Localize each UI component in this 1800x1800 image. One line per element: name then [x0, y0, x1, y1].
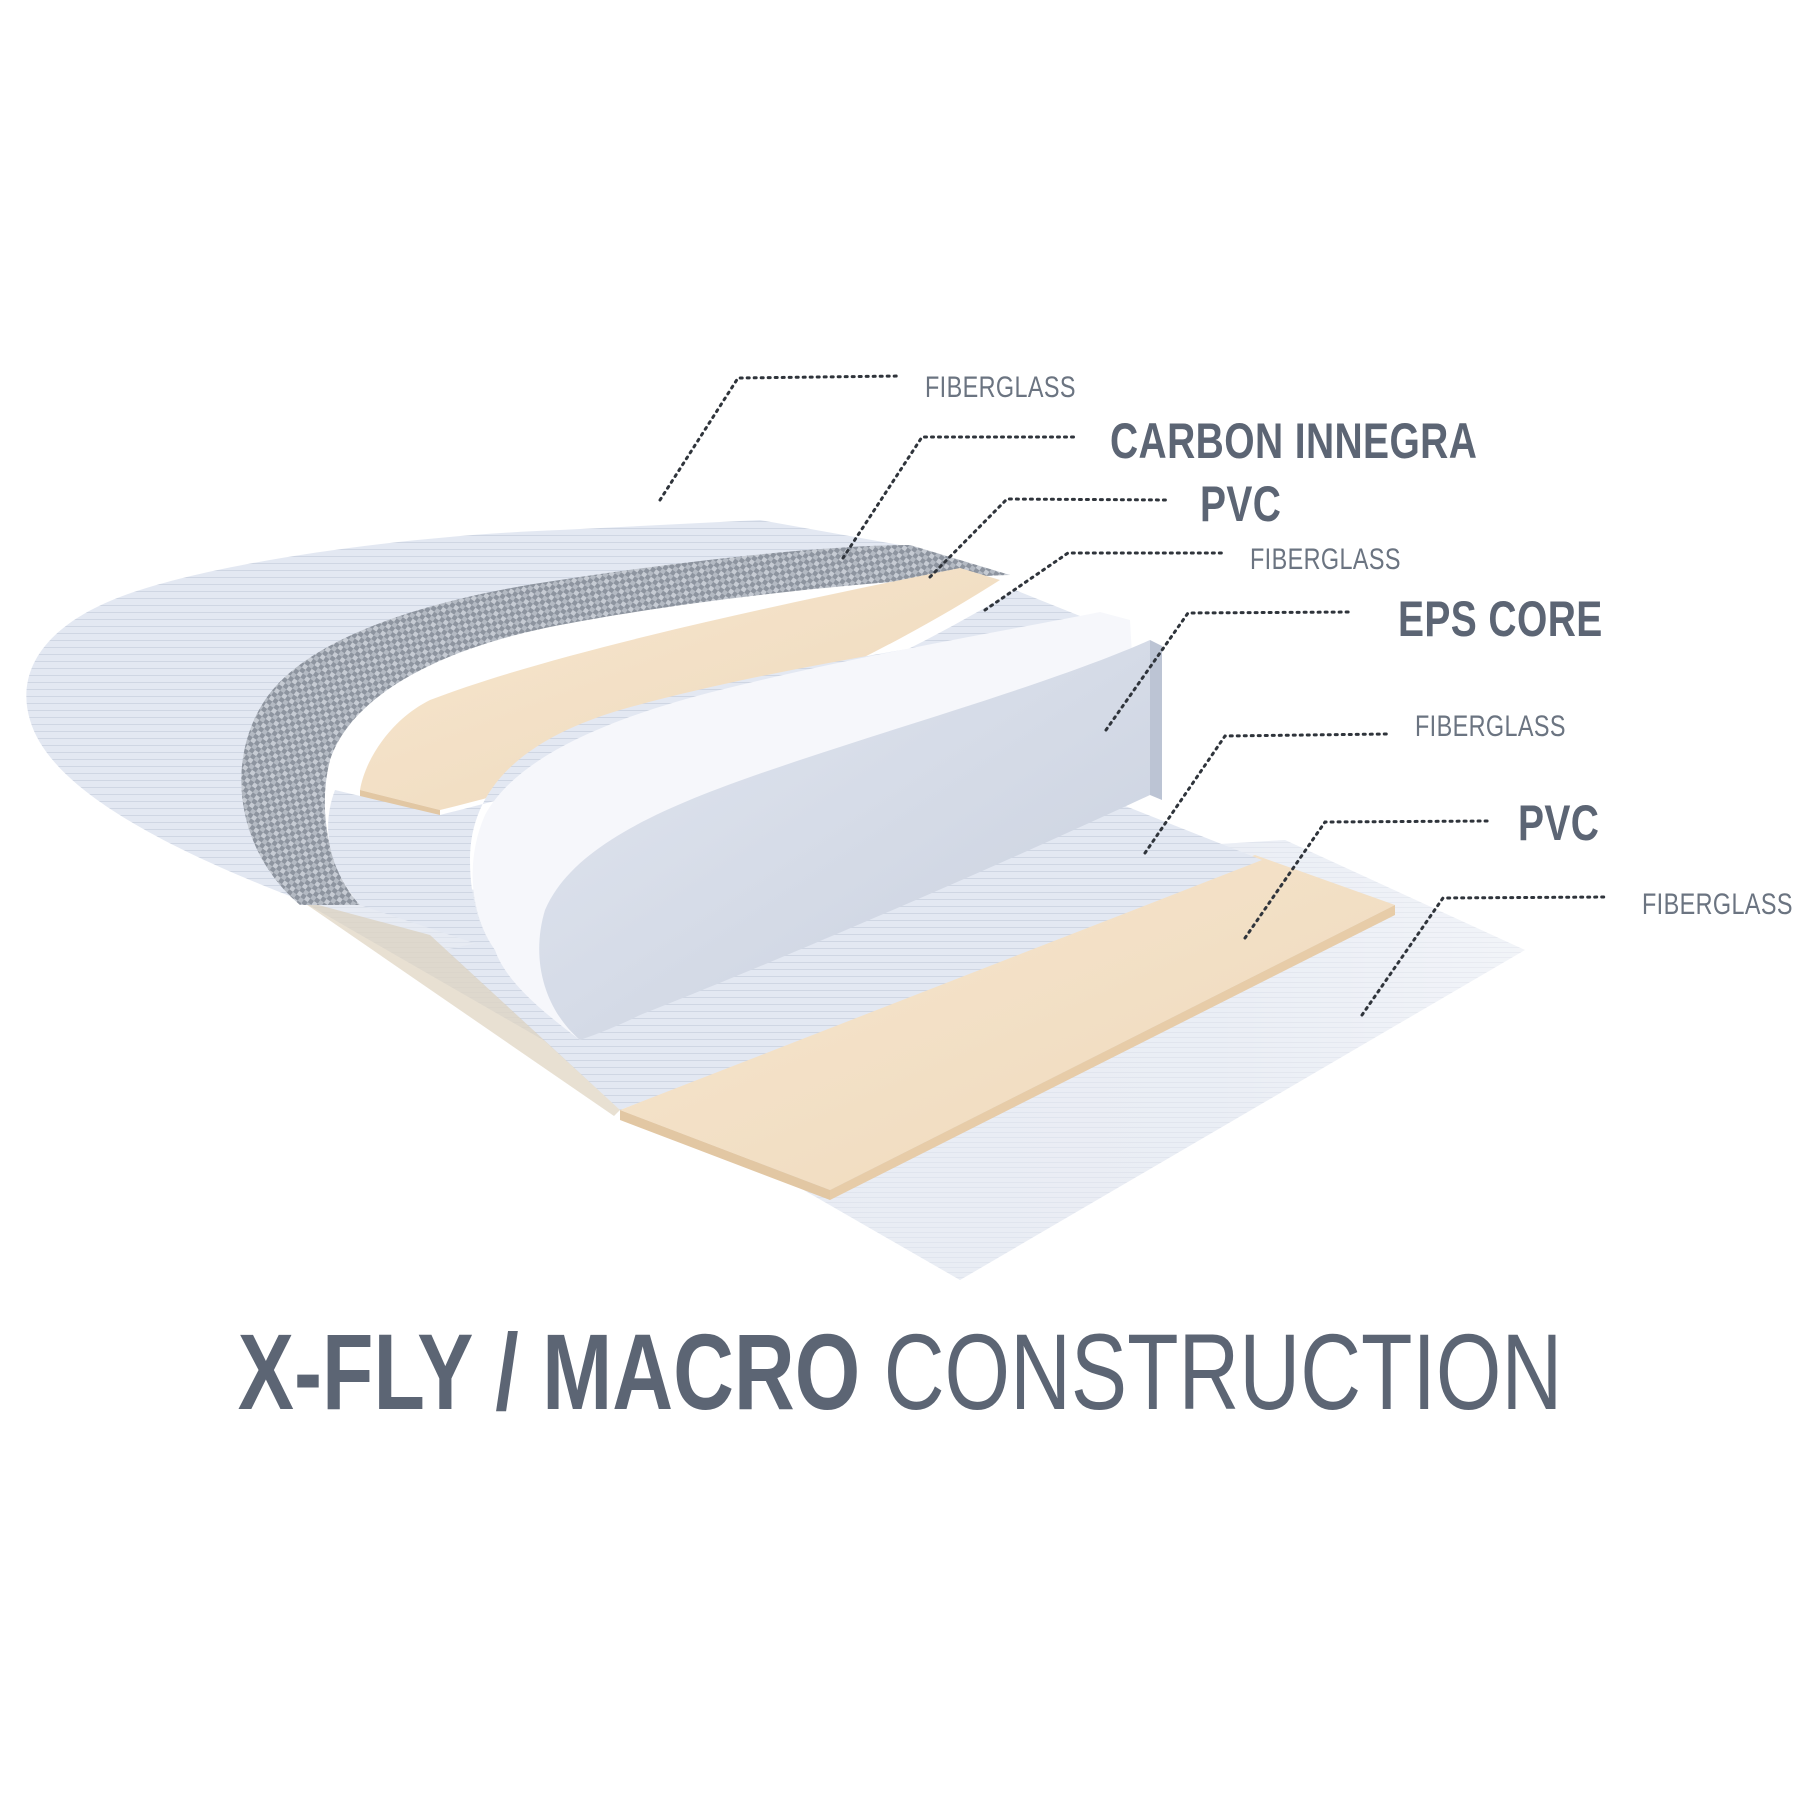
leader-fiberglass-1: [658, 374, 902, 502]
label-carbon-innegra: CARBON INNEGRA: [1110, 413, 1478, 469]
leader-pvc-2: [1243, 819, 1490, 940]
label-fiberglass-4: FIBERGLASS: [1642, 888, 1793, 921]
eps-core-block: [539, 640, 1150, 1040]
leader-carbon-innegra: [841, 435, 1080, 560]
label-fiberglass-2: FIBERGLASS: [1250, 543, 1401, 576]
construction-title: X-FLY / MACRO CONSTRUCTION: [0, 1318, 1800, 1426]
label-pvc-1: PVC: [1200, 476, 1282, 532]
title-construction-word: CONSTRUCTION: [883, 1311, 1563, 1432]
leader-fiberglass-3: [1143, 732, 1389, 855]
bottom-pvc-layer: [620, 855, 1395, 1190]
lower-fiberglass-sheet: [445, 800, 1262, 1110]
label-fiberglass-3: FIBERGLASS: [1415, 710, 1566, 743]
title-model-names: X-FLY / MACRO: [237, 1311, 861, 1432]
leader-fiberglass-4: [1360, 895, 1607, 1017]
carbon-innegra-band: [241, 545, 1010, 905]
leader-lines: [658, 374, 1607, 1017]
leader-eps-core: [1104, 610, 1352, 732]
top-pvc-band: [360, 568, 1000, 810]
leader-fiberglass-2: [983, 551, 1228, 612]
inner-fiberglass-wrap: [328, 590, 1090, 950]
label-fiberglass-1: FIBERGLASS: [925, 371, 1076, 404]
leader-pvc-1: [928, 497, 1170, 579]
label-eps-core: EPS CORE: [1398, 591, 1603, 647]
label-pvc-2: PVC: [1518, 795, 1600, 851]
